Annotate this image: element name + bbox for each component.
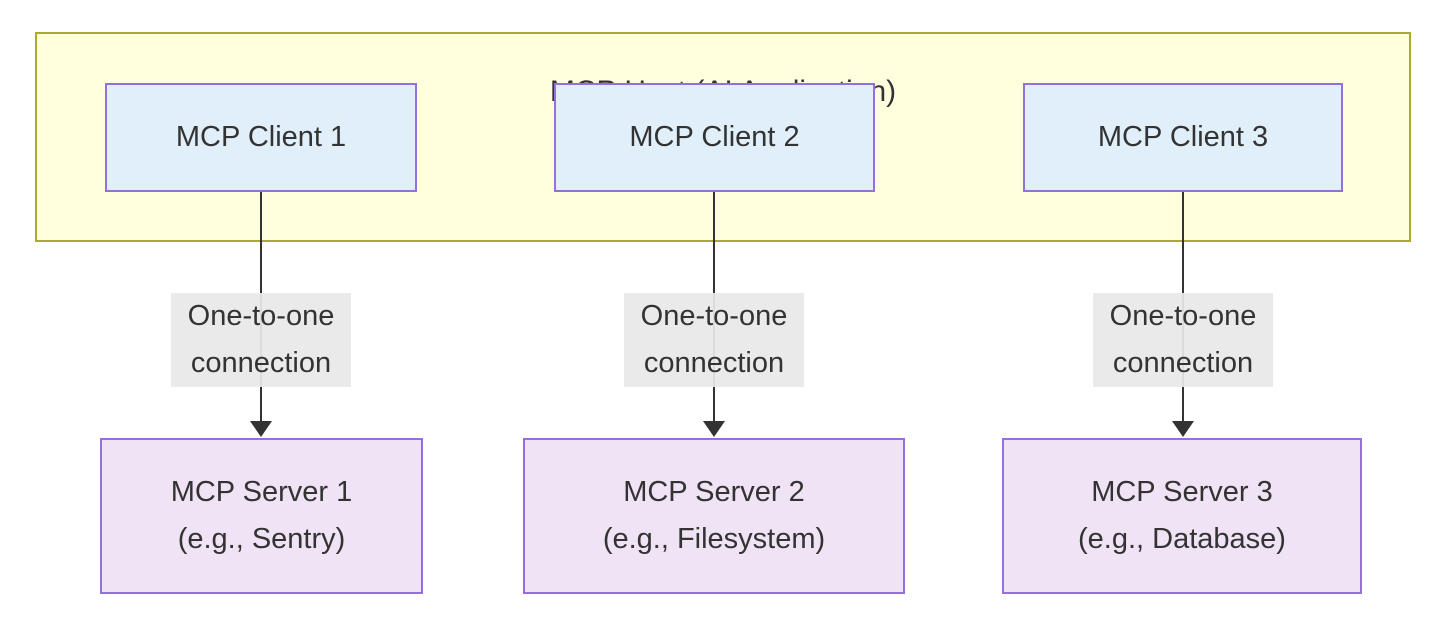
server-3-name: MCP Server 3	[1091, 476, 1273, 508]
edge-label-connection-2: One-to-one connection	[624, 293, 804, 387]
client-3-label: MCP Client 3	[1097, 121, 1269, 153]
server-3-example: (e.g., Database)	[1078, 523, 1286, 555]
edge-label-connection-1: One-to-one connection	[171, 293, 351, 387]
node-mcp-client-3: MCP Client 3	[1023, 83, 1343, 192]
server-1-example: (e.g., Sentry)	[177, 523, 346, 555]
arrowhead-icon-server1	[250, 421, 272, 437]
node-mcp-client-1: MCP Client 1	[105, 83, 417, 192]
client-2-label: MCP Client 2	[629, 121, 800, 153]
server-1-name: MCP Server 1	[170, 476, 353, 508]
node-mcp-client-2: MCP Client 2	[554, 83, 875, 192]
node-mcp-server-2: MCP Server 2 (e.g., Filesystem)	[523, 438, 905, 594]
server-2-name: MCP Server 2	[623, 476, 805, 508]
client-1-label: MCP Client 1	[175, 121, 347, 153]
server-2-example: (e.g., Filesystem)	[602, 523, 826, 555]
node-mcp-server-1: MCP Server 1 (e.g., Sentry)	[100, 438, 423, 594]
arrowhead-icon-server3	[1172, 421, 1194, 437]
arrowhead-icon-server2	[703, 421, 725, 437]
edge-label-connection-3: One-to-one connection	[1093, 293, 1273, 387]
node-mcp-server-3: MCP Server 3 (e.g., Database)	[1002, 438, 1362, 594]
